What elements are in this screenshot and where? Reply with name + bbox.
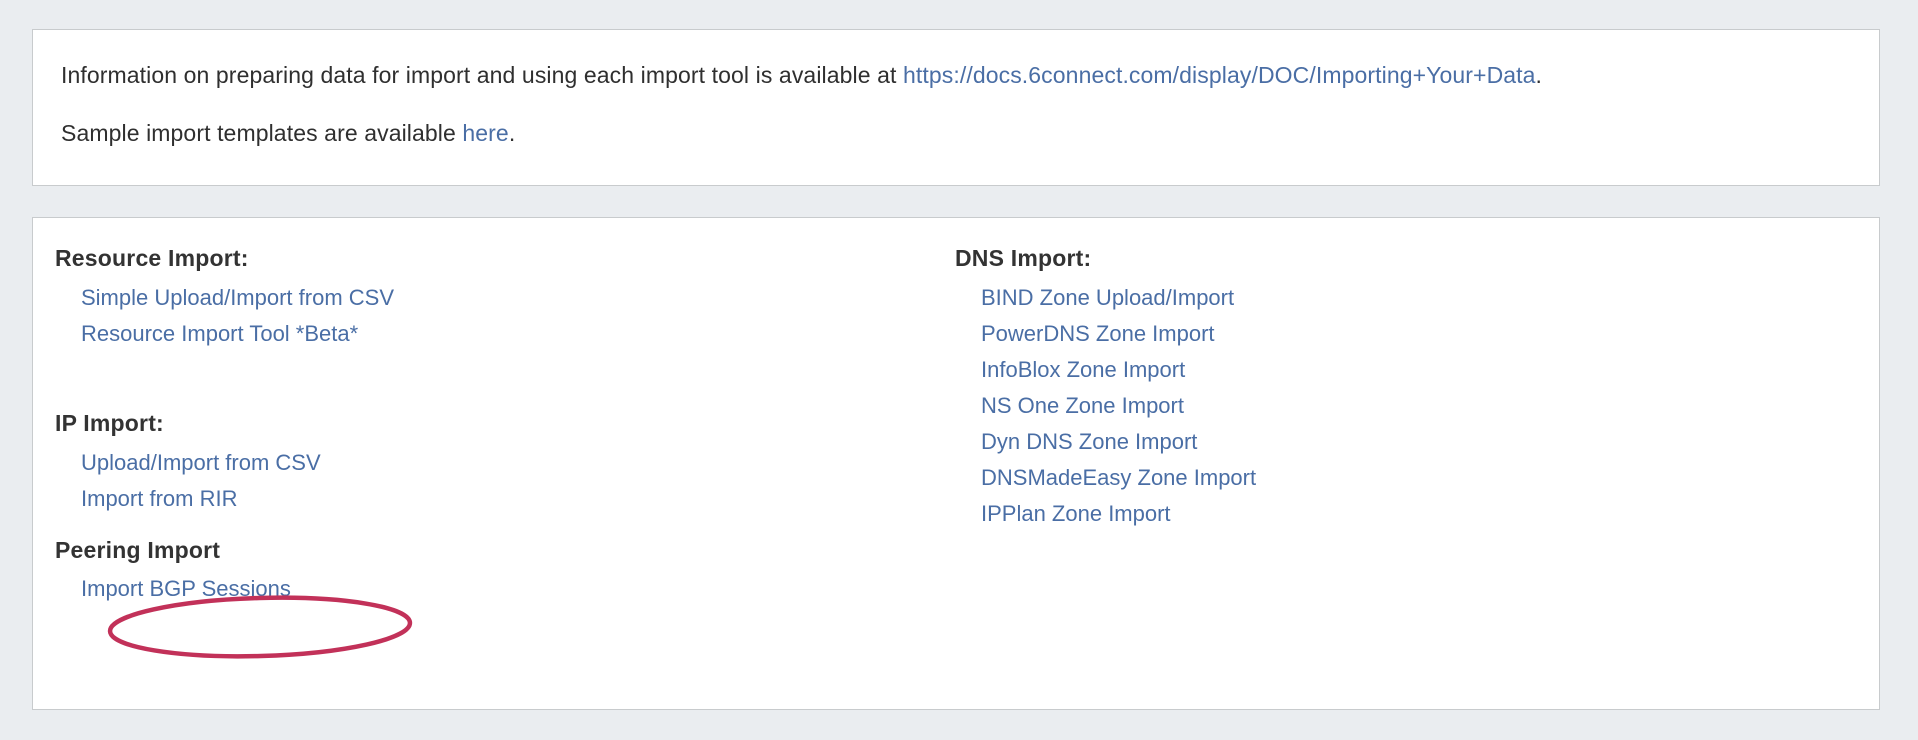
dns-import-heading: DNS Import: bbox=[955, 245, 1092, 271]
info-paragraph-docs-text: Information on preparing data for import… bbox=[61, 62, 903, 88]
link-import-from-rir[interactable]: Import from RIR bbox=[81, 486, 238, 511]
link-powerdns-zone-import[interactable]: PowerDNS Zone Import bbox=[981, 321, 1215, 346]
list-item: IPPlan Zone Import bbox=[981, 497, 1655, 533]
link-upload-import-from-csv[interactable]: Upload/Import from CSV bbox=[81, 450, 321, 475]
info-paragraph-templates-period: . bbox=[508, 120, 516, 146]
info-panel: Information on preparing data for import… bbox=[32, 29, 1880, 186]
resource-import-link-list: Simple Upload/Import from CSV Resource I… bbox=[55, 281, 755, 353]
link-bind-zone-upload-import[interactable]: BIND Zone Upload/Import bbox=[981, 285, 1235, 310]
link-infoblox-zone-import[interactable]: InfoBlox Zone Import bbox=[981, 357, 1186, 382]
import-tools-panel: Resource Import: Simple Upload/Import fr… bbox=[32, 217, 1880, 710]
link-dnsmadeeasy-zone-import[interactable]: DNSMadeEasy Zone Import bbox=[981, 465, 1257, 490]
list-item: InfoBlox Zone Import bbox=[981, 353, 1655, 389]
info-paragraph-templates-text: Sample import templates are available bbox=[61, 120, 463, 146]
sample-templates-here-link[interactable]: here bbox=[462, 120, 509, 146]
ip-import-group: IP Import: Upload/Import from CSV Import… bbox=[55, 409, 755, 518]
docs-url-link[interactable]: https://docs.6connect.com/display/DOC/Im… bbox=[902, 62, 1536, 88]
list-item: Simple Upload/Import from CSV bbox=[81, 281, 755, 317]
info-paragraph-docs: Information on preparing data for import… bbox=[61, 60, 1851, 90]
list-item: Resource Import Tool *Beta* bbox=[81, 317, 755, 353]
peering-import-group: Peering Import Import BGP Sessions bbox=[55, 536, 755, 608]
info-paragraph-docs-period: . bbox=[1535, 62, 1543, 88]
info-paragraph-templates: Sample import templates are available he… bbox=[61, 118, 1851, 148]
link-simple-upload-import-from-csv[interactable]: Simple Upload/Import from CSV bbox=[81, 285, 394, 310]
link-dyn-dns-zone-import[interactable]: Dyn DNS Zone Import bbox=[981, 429, 1198, 454]
dns-import-link-list: BIND Zone Upload/Import PowerDNS Zone Im… bbox=[955, 281, 1655, 533]
ip-import-link-list: Upload/Import from CSV Import from RIR bbox=[55, 446, 755, 518]
dns-import-group: DNS Import: BIND Zone Upload/Import Powe… bbox=[955, 244, 1655, 533]
link-ns-one-zone-import[interactable]: NS One Zone Import bbox=[981, 393, 1184, 418]
link-resource-import-tool-beta[interactable]: Resource Import Tool *Beta* bbox=[81, 321, 359, 346]
link-import-bgp-sessions[interactable]: Import BGP Sessions bbox=[81, 576, 291, 601]
import-tools-columns: Resource Import: Simple Upload/Import fr… bbox=[33, 218, 1879, 709]
list-item: DNSMadeEasy Zone Import bbox=[981, 461, 1655, 497]
list-item: Import from RIR bbox=[81, 482, 755, 518]
resource-import-heading: Resource Import: bbox=[55, 245, 249, 271]
peering-import-heading: Peering Import bbox=[55, 537, 221, 563]
link-ipplan-zone-import[interactable]: IPPlan Zone Import bbox=[981, 501, 1171, 526]
list-item: PowerDNS Zone Import bbox=[981, 317, 1655, 353]
ip-import-heading: IP Import: bbox=[55, 410, 164, 436]
resource-import-group: Resource Import: Simple Upload/Import fr… bbox=[55, 244, 755, 353]
list-item: NS One Zone Import bbox=[981, 389, 1655, 425]
peering-import-link-list: Import BGP Sessions bbox=[55, 572, 755, 608]
list-item: BIND Zone Upload/Import bbox=[981, 281, 1655, 317]
list-item: Dyn DNS Zone Import bbox=[981, 425, 1655, 461]
list-item: Import BGP Sessions bbox=[81, 572, 755, 608]
list-item: Upload/Import from CSV bbox=[81, 446, 755, 482]
